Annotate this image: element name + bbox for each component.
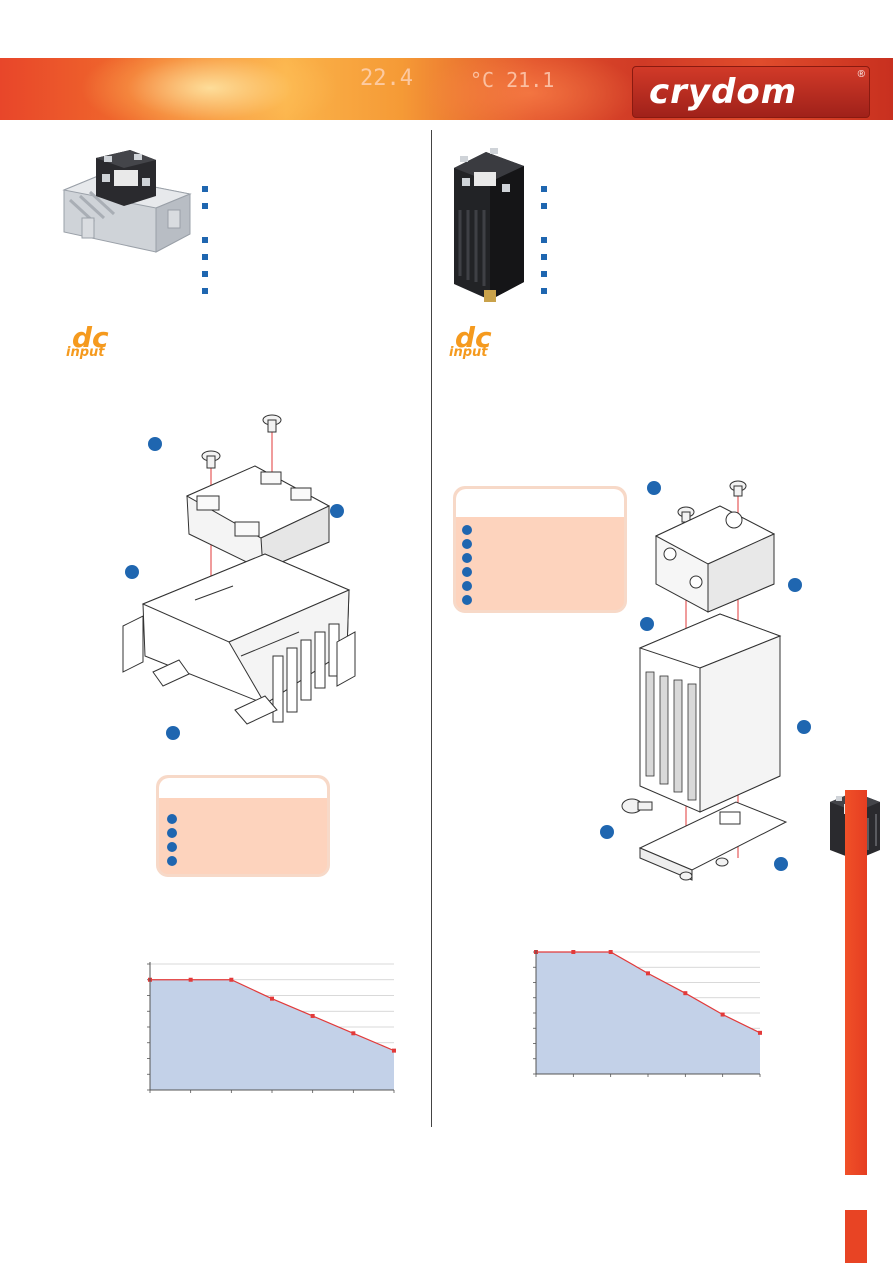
data-point [646,971,650,976]
data-point [188,977,193,982]
bullet-marker [541,237,547,243]
data-point [571,950,576,954]
data-point [229,977,234,982]
column-divider [431,130,432,1127]
brand-logo: crydom ® [632,66,870,118]
side-tab [845,790,867,1175]
legend-header [159,778,327,798]
bullet-marker [202,271,208,277]
dc-badge-small: input [66,345,105,360]
data-point [351,1031,356,1036]
parts-legend-left [156,775,330,877]
data-point [758,1030,762,1035]
logo-registered-mark: ® [857,69,865,80]
legend-dot [167,856,177,866]
legend-dot [462,567,472,577]
bullet-marker [202,288,208,294]
derating-area [150,979,394,1090]
data-point [608,950,613,954]
legend-dot [462,595,472,605]
legend-dot [462,581,472,591]
data-point [392,1048,396,1053]
parts-legend-right [453,486,627,613]
dc-badge-small: input [449,345,488,360]
callout-marker [600,825,614,839]
data-point [720,1012,725,1017]
assembly-diagram-right [621,480,788,881]
bullet-marker [202,254,208,260]
legend-dot [167,814,177,824]
dc-input-icon: dc input [449,324,503,362]
bullet-marker [541,186,547,192]
callout-marker [647,481,661,495]
legend-dot [462,553,472,563]
derating-chart-right [533,950,762,1077]
legend-dot [167,842,177,852]
bullet-marker [202,203,208,209]
legend-dot [462,525,472,535]
callout-marker [330,504,344,518]
dc-input-icon: dc input [66,324,120,362]
banner-digits-left: 22.4 [360,66,413,91]
product-photo-left [62,150,192,253]
callout-marker [640,617,654,631]
callout-marker [774,857,788,871]
bullet-marker [541,203,547,209]
legend-dot [462,539,472,549]
callout-marker [166,726,180,740]
derating-chart-left [147,962,396,1093]
assembly-diagram-left [122,414,356,725]
banner-digits-right: °C 21.1 [470,68,555,92]
logo-text: crydom [649,72,798,112]
page-number-tab [845,1210,867,1263]
bullet-marker [202,237,208,243]
callout-marker [125,565,139,579]
callout-marker [148,437,162,451]
legend-dot [167,828,177,838]
callout-marker [797,720,811,734]
data-point [270,996,274,1001]
data-point [683,991,688,996]
bullet-marker [541,288,547,294]
callout-marker [788,578,802,592]
data-point [310,1013,315,1018]
derating-area [536,952,760,1074]
bullet-marker [541,254,547,260]
dc-badge-big: dc [455,321,492,354]
dc-badge-big: dc [72,321,109,354]
product-photo-right [454,148,524,302]
bullet-marker [202,186,208,192]
bullet-marker [541,271,547,277]
legend-header [456,489,624,517]
